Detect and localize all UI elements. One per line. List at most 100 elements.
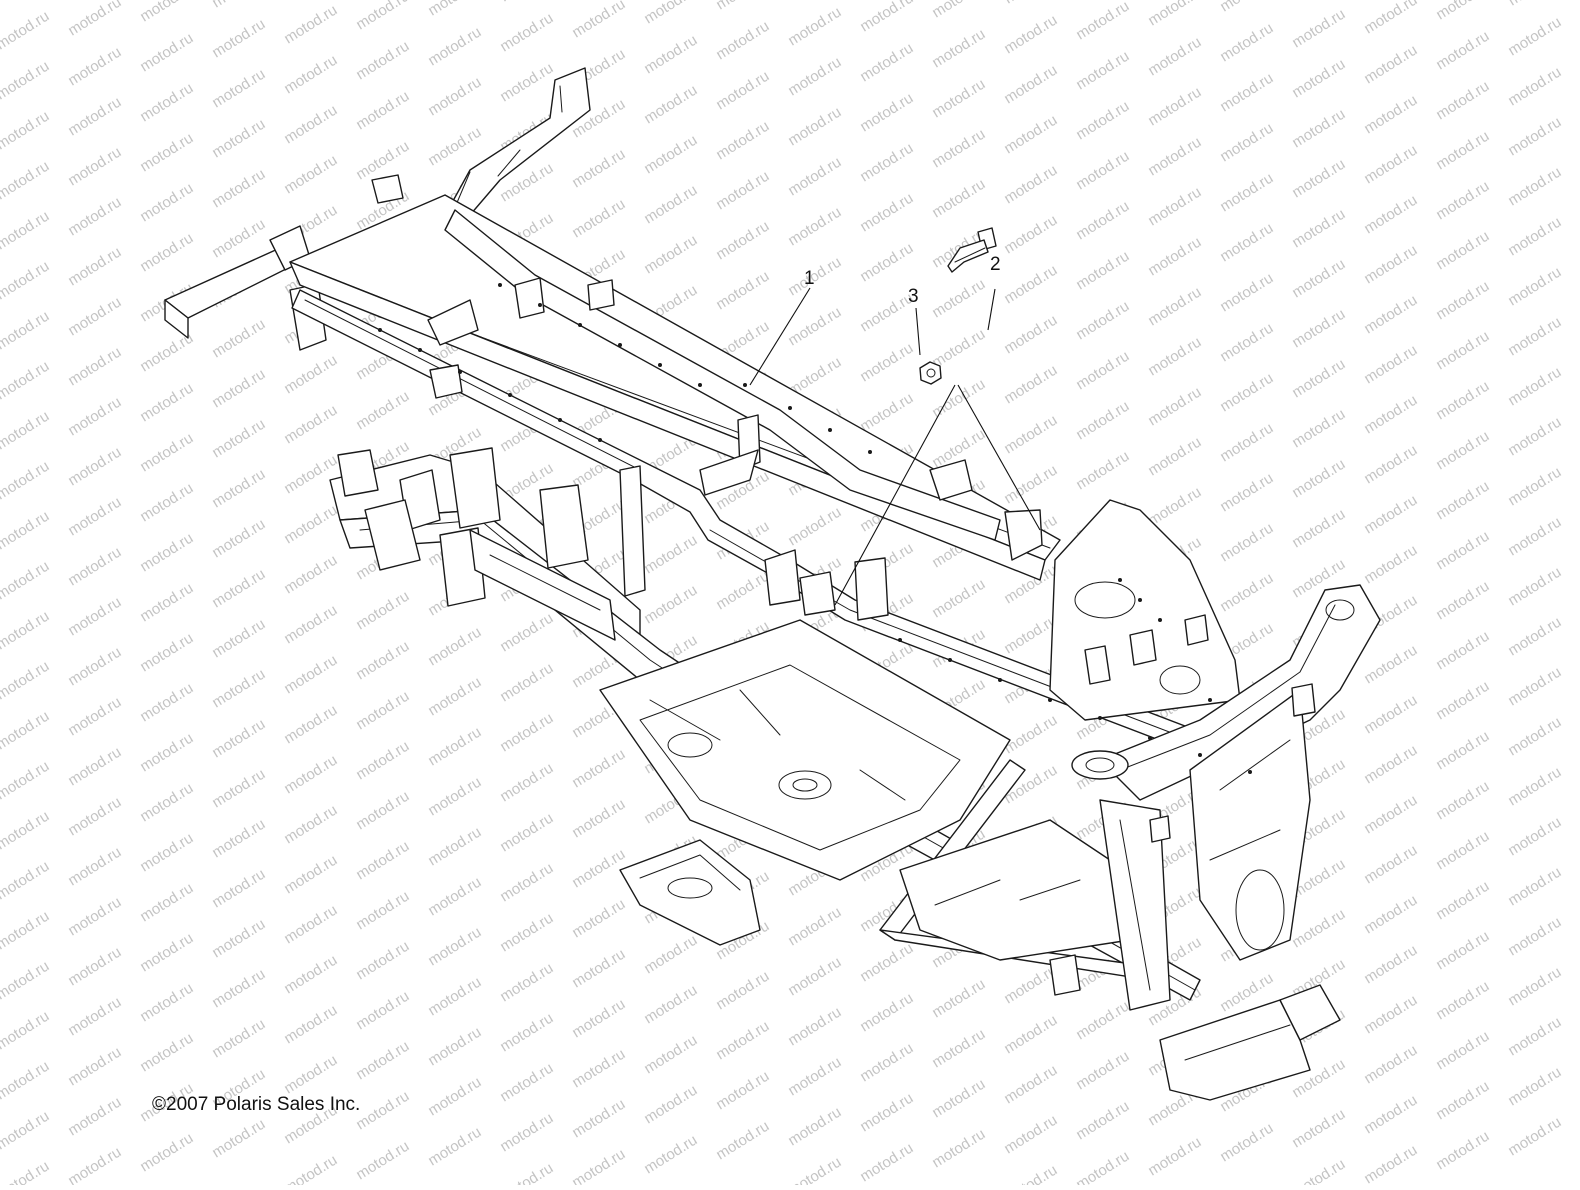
watermark-text: motod.ru: [281, 802, 340, 848]
watermark-text: motod.ru: [1361, 242, 1420, 288]
watermark-text: motod.ru: [569, 746, 628, 792]
watermark-text: motod.ru: [209, 116, 268, 162]
watermark-text: motod.ru: [1433, 928, 1492, 974]
upper-frame: [164, 67, 1301, 791]
watermark-text: motod.ru: [209, 416, 268, 462]
watermark-text: motod.ru: [713, 1018, 772, 1064]
watermark-text: motod.ru: [0, 1058, 52, 1104]
watermark-text: motod.ru: [281, 1002, 340, 1048]
watermark-text: motod.ru: [1289, 206, 1348, 252]
watermark-text: motod.ru: [1433, 878, 1492, 924]
watermark-text: motod.ru: [641, 232, 700, 278]
watermark-text: motod.ru: [1361, 492, 1420, 538]
watermark-text: motod.ru: [929, 376, 988, 422]
watermark-text: motod.ru: [1145, 334, 1204, 380]
watermark-text: motod.ru: [0, 58, 52, 104]
watermark-text: motod.ru: [1289, 906, 1348, 952]
watermark-text: motod.ru: [1001, 62, 1060, 108]
watermark-text: motod.ru: [857, 40, 916, 86]
watermark-text: motod.ru: [857, 0, 916, 35]
watermark-text: motod.ru: [1001, 312, 1060, 358]
watermark-text: motod.ru: [0, 1158, 52, 1185]
watermark-text: motod.ru: [1217, 1120, 1276, 1166]
watermark-text: motod.ru: [1361, 742, 1420, 788]
watermark-text: motod.ru: [1001, 112, 1060, 158]
watermark-text: motod.ru: [0, 258, 52, 304]
watermark-text: motod.ru: [713, 1068, 772, 1114]
watermark-text: motod.ru: [641, 0, 700, 27]
watermark-text: motod.ru: [1217, 320, 1276, 366]
watermark-text: motod.ru: [1073, 448, 1132, 494]
watermark-text: motod.ru: [1361, 692, 1420, 738]
watermark-text: motod.ru: [1361, 342, 1420, 388]
watermark-text: motod.ru: [497, 860, 556, 906]
watermark-text: motod.ru: [353, 1088, 412, 1134]
watermark-text: motod.ru: [1289, 456, 1348, 502]
watermark-text: motod.ru: [1289, 406, 1348, 452]
watermark-text: motod.ru: [785, 304, 844, 350]
watermark-text: motod.ru: [1505, 964, 1564, 1010]
watermark-text: motod.ru: [1361, 0, 1420, 37]
watermark-text: motod.ru: [1505, 414, 1564, 460]
watermark-text: motod.ru: [1289, 356, 1348, 402]
watermark-text: motod.ru: [1361, 1142, 1420, 1185]
watermark-text: motod.ru: [857, 1040, 916, 1086]
watermark-text: motod.ru: [1001, 412, 1060, 458]
watermark-text: motod.ru: [0, 1008, 52, 1054]
watermark-text: motod.ru: [497, 1060, 556, 1106]
watermark-text: motod.ru: [1289, 306, 1348, 352]
watermark-text: motod.ru: [65, 194, 124, 240]
watermark-text: motod.ru: [209, 916, 268, 962]
watermark-text: motod.ru: [569, 0, 628, 41]
watermark-text: motod.ru: [929, 1026, 988, 1072]
watermark-text: motod.ru: [137, 530, 196, 576]
lower-chassis: [329, 447, 1201, 1001]
watermark-text: motod.ru: [1361, 892, 1420, 938]
watermark-text: motod.ru: [209, 816, 268, 862]
watermark-text: motod.ru: [281, 702, 340, 748]
watermark-text: motod.ru: [1145, 0, 1204, 29]
watermark-text: motod.ru: [65, 794, 124, 840]
watermark-text: motod.ru: [65, 1094, 124, 1140]
watermark-text: motod.ru: [1073, 398, 1132, 444]
watermark-text: motod.ru: [641, 982, 700, 1028]
watermark-text: motod.ru: [1361, 42, 1420, 88]
watermark-text: motod.ru: [137, 430, 196, 476]
watermark-text: motod.ru: [209, 166, 268, 212]
watermark-text: motod.ru: [353, 938, 412, 984]
watermark-text: motod.ru: [353, 588, 412, 634]
watermark-text: motod.ru: [0, 8, 52, 54]
watermark-text: motod.ru: [1001, 262, 1060, 308]
watermark-text: motod.ru: [209, 66, 268, 112]
watermark-text: motod.ru: [1361, 442, 1420, 488]
watermark-text: motod.ru: [1073, 1148, 1132, 1185]
watermark-text: motod.ru: [1505, 1014, 1564, 1060]
watermark-text: motod.ru: [1433, 578, 1492, 624]
watermark-text: motod.ru: [1433, 978, 1492, 1024]
watermark-text: motod.ru: [1073, 1098, 1132, 1144]
watermark-text: motod.ru: [1001, 1162, 1060, 1185]
watermark-text: motod.ru: [0, 908, 52, 954]
watermark-text: motod.ru: [857, 190, 916, 236]
watermark-text: motod.ru: [1505, 314, 1564, 360]
watermark-text: motod.ru: [425, 24, 484, 70]
watermark-text: motod.ru: [137, 0, 196, 25]
watermark-text: motod.ru: [1505, 114, 1564, 160]
watermark-text: motod.ru: [1505, 464, 1564, 510]
watermark-text: motod.ru: [0, 458, 52, 504]
watermark-text: motod.ru: [65, 744, 124, 790]
watermark-text: motod.ru: [857, 390, 916, 436]
watermark-text: motod.ru: [1505, 714, 1564, 760]
watermark-text: motod.ru: [929, 976, 988, 1022]
callout-1-label: 1: [804, 268, 815, 289]
watermark-text: motod.ru: [857, 340, 916, 386]
watermark-text: motod.ru: [929, 176, 988, 222]
watermark-text: motod.ru: [1433, 778, 1492, 824]
watermark-text: motod.ru: [1145, 284, 1204, 330]
watermark-text: motod.ru: [1289, 506, 1348, 552]
watermark-text: motod.ru: [1145, 1134, 1204, 1180]
watermark-text: motod.ru: [497, 1110, 556, 1156]
watermark-text: motod.ru: [0, 708, 52, 754]
watermark-text: motod.ru: [713, 1118, 772, 1164]
